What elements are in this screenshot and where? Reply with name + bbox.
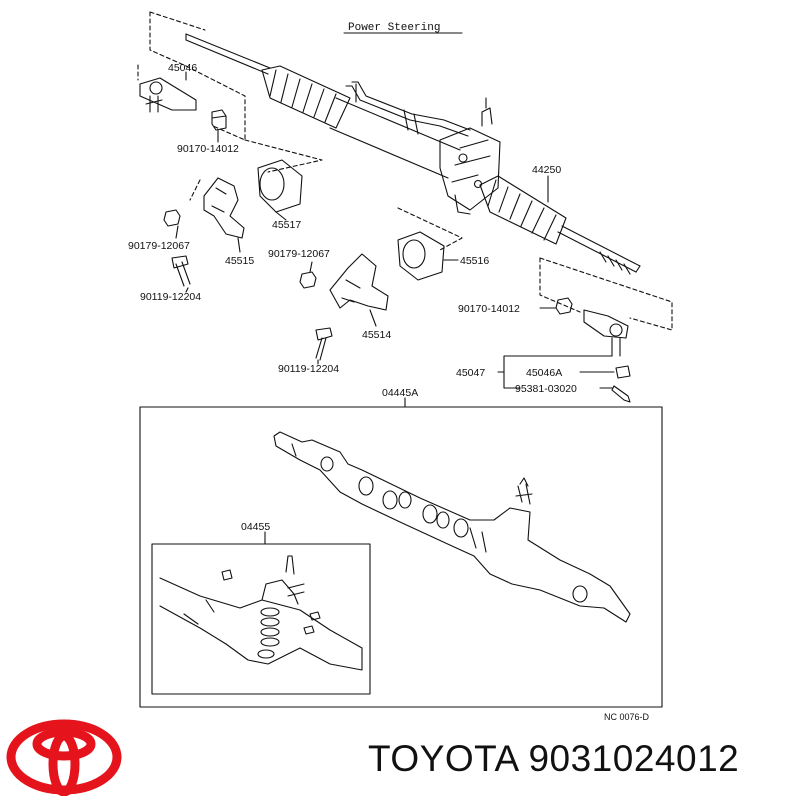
seal-rings: [358, 476, 469, 538]
brand-name: TOYOTA: [368, 738, 518, 779]
label-90179-left: 90179-12067: [128, 240, 190, 252]
label-45514: 45514: [362, 329, 391, 341]
label-45046a: 45046A: [526, 367, 562, 379]
label-45046: 45046: [168, 62, 197, 74]
tie-rod-end-right: [583, 309, 629, 357]
rack-housing-detail: [273, 431, 631, 623]
label-45516: 45516: [460, 255, 489, 267]
kit-box-04445a: [139, 406, 663, 708]
label-90119-left: 90119-12204: [140, 291, 201, 303]
nut-upper-left: [211, 109, 227, 131]
leader-lines: [175, 71, 615, 389]
label-44250: 44250: [532, 164, 561, 176]
part-number: 9031024012: [528, 738, 740, 779]
diagram-title: Power Steering: [348, 22, 440, 34]
label-90170-upper: 90170-14012: [177, 143, 239, 155]
label-90170-right: 90170-14012: [458, 303, 520, 315]
nut-mid: [299, 271, 317, 289]
toyota-logo-icon: [6, 719, 122, 796]
bushing-45516: [397, 231, 445, 281]
label-45515: 45515: [225, 255, 254, 267]
steering-rack-assembly: [185, 33, 641, 275]
label-90179-mid: 90179-12067: [268, 248, 330, 260]
figure-code: NC 0076-D: [604, 712, 650, 722]
brand-footer: TOYOTA 9031024012: [368, 738, 739, 780]
cotter-pin: [611, 385, 631, 403]
label-04445a: 04445A: [382, 387, 418, 399]
dashed-guides: [137, 11, 673, 331]
tie-rod-end-left: [139, 77, 197, 113]
label-45517: 45517: [272, 219, 301, 231]
nut-left: [163, 209, 181, 227]
kit-box-04455: [151, 543, 371, 695]
label-95381: 95381-03020: [515, 383, 577, 395]
part-labels: 45046 90170-14012 45517 44250 90179-1206…: [128, 62, 650, 722]
label-45047: 45047: [456, 367, 485, 379]
bushing-45517: [257, 159, 303, 213]
nut-right: [555, 297, 573, 315]
valve-detail: [159, 555, 363, 671]
bolt-left: [171, 255, 191, 287]
bracket-45515: [203, 177, 245, 239]
bracket-45514: [329, 253, 389, 311]
bolt-mid: [315, 327, 333, 361]
label-04455: 04455: [241, 521, 270, 533]
castle-nut: [615, 365, 631, 379]
label-90119-mid: 90119-12204: [278, 363, 339, 375]
